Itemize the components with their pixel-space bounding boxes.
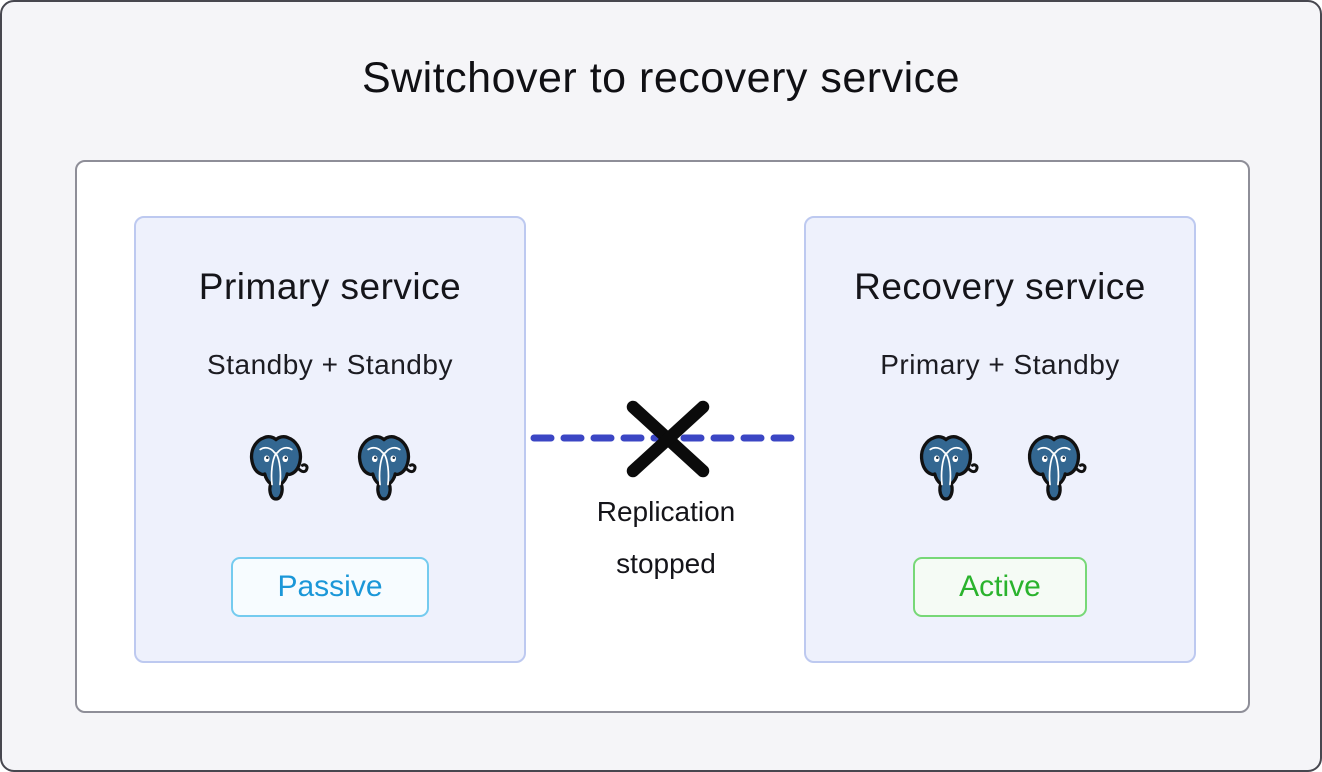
status-badge-passive: Passive	[231, 557, 429, 617]
service-card-primary: Primary service Standby + Standby Passiv…	[134, 216, 526, 663]
card-title: Recovery service	[854, 266, 1146, 307]
status-badge-active: Active	[913, 557, 1087, 617]
cluster-panel: Primary service Standby + Standby Passiv…	[75, 160, 1250, 713]
node-icon-row	[243, 431, 417, 505]
postgresql-elephant-icon	[249, 435, 309, 501]
node-icon-row	[913, 431, 1087, 505]
postgresql-elephant-icon	[1027, 435, 1087, 501]
postgresql-elephant-icon	[357, 435, 417, 501]
service-card-recovery: Recovery service Primary + Standby Activ…	[804, 216, 1196, 663]
postgresql-elephant-icon	[919, 435, 979, 501]
card-subtitle: Primary + Standby	[880, 349, 1120, 380]
replication-stopped-label: Replication stopped	[596, 496, 736, 579]
replication-stopped-cross-icon	[626, 400, 710, 478]
page-title: Switchover to recovery service	[361, 54, 961, 102]
card-title: Primary service	[198, 266, 462, 307]
card-subtitle: Standby + Standby	[207, 349, 453, 380]
